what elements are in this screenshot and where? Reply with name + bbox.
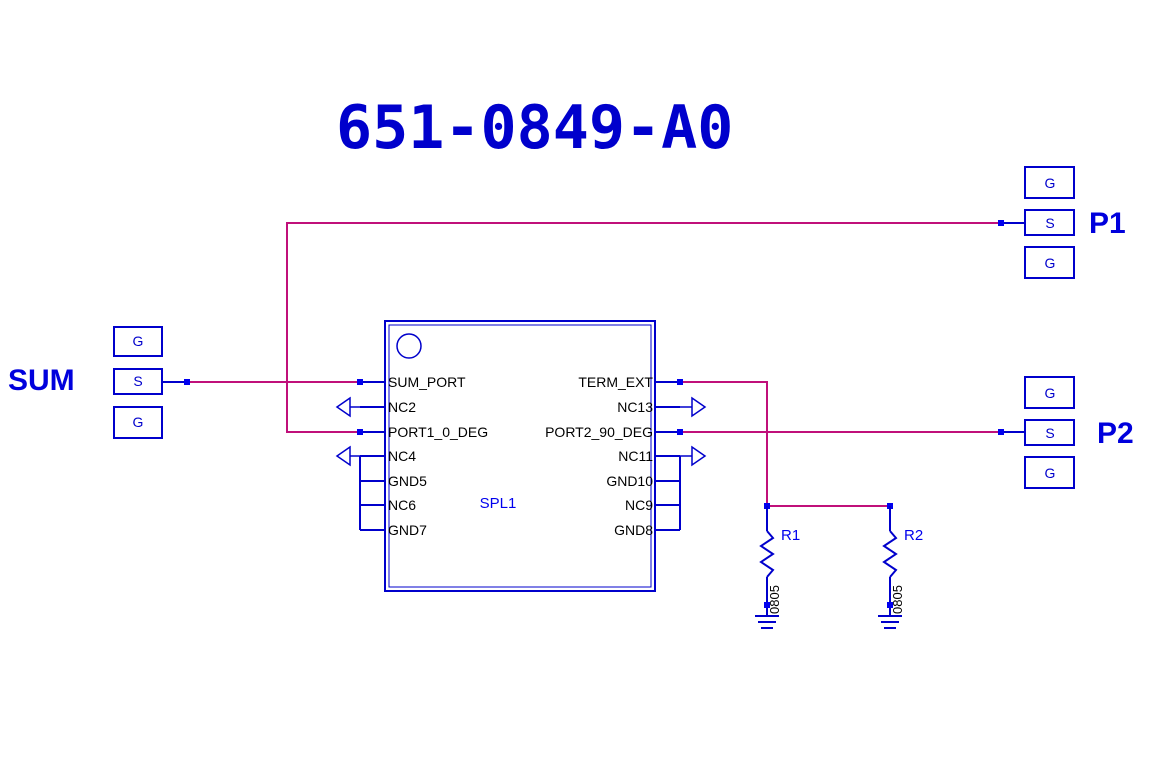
- pin-label-left: NC4: [388, 448, 416, 464]
- p1-pad-s-label: S: [1045, 215, 1054, 231]
- pin-label-right: PORT2_90_DEG: [545, 424, 653, 440]
- p2-pad-g1[interactable]: [1024, 376, 1075, 409]
- p2-pad-g2[interactable]: [1024, 456, 1075, 489]
- p2-port-label: P2: [1097, 417, 1134, 450]
- splitter-body-inner: [388, 324, 652, 588]
- sum-pad-g1[interactable]: [113, 326, 163, 357]
- pin-label-right: NC9: [625, 497, 653, 513]
- sum-port-label: SUM: [8, 364, 75, 397]
- p1-pad-g2[interactable]: [1024, 246, 1075, 279]
- sum-pad-g2[interactable]: [113, 406, 163, 439]
- p1-pad-g1[interactable]: [1024, 166, 1075, 199]
- pin1-indicator-icon: [396, 333, 422, 359]
- p2-port[interactable]: G S G P2: [1024, 376, 1134, 489]
- net-p1[interactable]: [286, 222, 1001, 433]
- splitter-spl1[interactable]: SPL1 SUM_PORT NC2 PORT1_0_DEG NC4 GND5 N…: [335, 320, 707, 592]
- r2-gnd-junction: [887, 602, 893, 608]
- ground-arrow-icon: [335, 445, 351, 467]
- p2-pad-g2-label: G: [1045, 465, 1056, 481]
- sum-pad-g2-label: G: [133, 414, 144, 430]
- pin-junction: [677, 379, 683, 385]
- resistor-zigzag-icon: [759, 530, 775, 578]
- p1-junction: [998, 220, 1004, 226]
- r1-refdes: R1: [781, 527, 800, 544]
- net-term[interactable]: [680, 381, 890, 507]
- pin-label-left: NC2: [388, 399, 416, 415]
- r2-package: 0805: [890, 585, 905, 614]
- pin-junction: [357, 429, 363, 435]
- p2-junction: [998, 429, 1004, 435]
- pin-label-right: NC11: [618, 448, 653, 464]
- pin-junction: [677, 429, 683, 435]
- p2-pad-g1-label: G: [1045, 385, 1056, 401]
- pin-label-right: NC13: [617, 399, 653, 415]
- resistor-r2[interactable]: R2 0805: [878, 503, 923, 629]
- ground-arrow-icon: [335, 396, 351, 418]
- splitter-refdes: SPL1: [480, 495, 517, 512]
- ground-symbol-icon: [755, 615, 779, 629]
- ground-arrow-icon: [691, 396, 707, 418]
- p1-port[interactable]: G S G P1: [1024, 166, 1126, 279]
- r2-refdes: R2: [904, 527, 923, 544]
- p1-pad-s[interactable]: [1024, 209, 1075, 236]
- sum-pad-g1-label: G: [133, 333, 144, 349]
- p1-port-label: P1: [1089, 207, 1126, 240]
- sum-pad-s[interactable]: [113, 368, 163, 395]
- ground-symbol-icon: [878, 615, 902, 629]
- p1-pad-g2-label: G: [1045, 255, 1056, 271]
- p1-pad-g1-label: G: [1045, 175, 1056, 191]
- sum-pad-s-label: S: [133, 373, 142, 389]
- pin-label-left: NC6: [388, 497, 416, 513]
- sum-port[interactable]: SUM G S G: [8, 326, 163, 439]
- pin-label-left: SUM_PORT: [388, 374, 466, 390]
- pin-label-left: PORT1_0_DEG: [388, 424, 488, 440]
- pin-label-right: GND8: [614, 522, 653, 538]
- pin-label-left: GND5: [388, 473, 427, 489]
- sum-junction: [184, 379, 190, 385]
- ground-arrow-icon: [691, 445, 707, 467]
- pin-label-right: TERM_EXT: [578, 374, 653, 390]
- r1-gnd-junction: [764, 602, 770, 608]
- p2-pad-s-label: S: [1045, 425, 1054, 441]
- resistor-r1[interactable]: R1 0805: [755, 503, 800, 629]
- pin-label-right: GND10: [606, 473, 653, 489]
- pin-label-left: GND7: [388, 522, 427, 538]
- resistor-zigzag-icon: [882, 530, 898, 578]
- pin-junction: [357, 379, 363, 385]
- r1-package: 0805: [767, 585, 782, 614]
- splitter-body-outer: [384, 320, 656, 592]
- schematic-title: 651-0849-A0: [336, 93, 733, 163]
